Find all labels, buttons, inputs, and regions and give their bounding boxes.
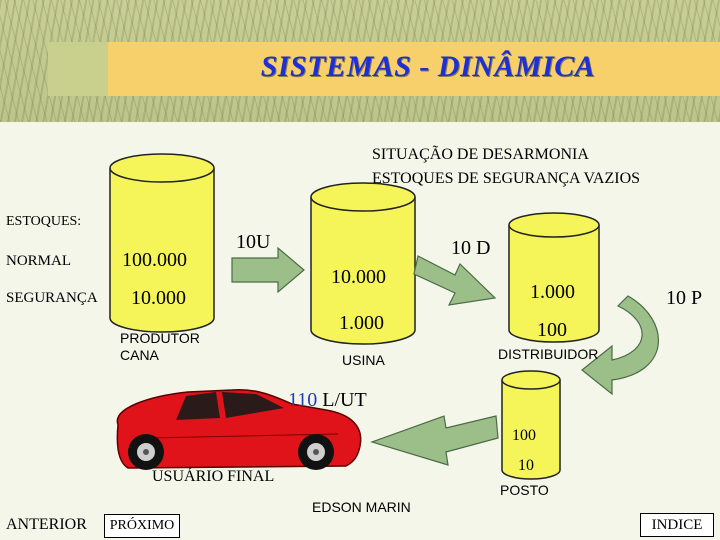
produtor-normal-value: 100.000: [122, 249, 187, 272]
anterior-button[interactable]: ANTERIOR: [6, 516, 87, 534]
legend-heading: ESTOQUES:: [6, 214, 81, 230]
consumption-rate-value: 110: [288, 389, 317, 411]
author-credit: EDSON MARIN: [312, 499, 411, 515]
produtor-label: PRODUTOR CANA: [120, 330, 200, 364]
usina-seguranca-value: 1.000: [339, 312, 384, 335]
situation-line-1: SITUAÇÃO DE DESARMONIA: [372, 146, 589, 164]
produtor-label-line-1: PRODUTOR: [120, 330, 200, 347]
posto-seguranca-value: 10: [518, 457, 534, 475]
distribuidor-seguranca-value: 100: [537, 319, 567, 342]
distribuidor-normal-value: 1.000: [530, 281, 575, 304]
distribuidor-label: DISTRIBUIDOR: [498, 346, 598, 362]
usuario-label: USUÁRIO FINAL: [152, 468, 274, 486]
situation-line-2: ESTOQUES DE SEGURANÇA VAZIOS: [372, 170, 640, 188]
distribuidor-flow-label: 10 D: [451, 237, 490, 260]
posto-normal-value: 100: [512, 427, 536, 445]
arrow-produtor-usina: [232, 248, 304, 292]
produtor-label-line-2: CANA: [120, 347, 200, 364]
consumption-rate-unit: L/UT: [322, 389, 366, 411]
arrow-usina-distribuidor: [414, 256, 495, 305]
usina-flow-label: 10U: [236, 231, 270, 254]
usina-label: USINA: [342, 352, 385, 368]
produtor-seguranca-value: 10.000: [131, 287, 186, 310]
indice-button[interactable]: INDICE: [640, 513, 714, 537]
usina-normal-value: 10.000: [331, 266, 386, 289]
proximo-button[interactable]: PRÓXIMO: [104, 514, 180, 538]
posto-flow-label: 10 P: [666, 287, 702, 310]
legend-seguranca: SEGURANÇA: [6, 290, 98, 307]
consumption-rate: 110 L/UT: [288, 389, 367, 412]
legend-normal: NORMAL: [6, 253, 71, 270]
arrow-posto-usuario: [372, 416, 498, 465]
posto-label: POSTO: [500, 482, 549, 498]
